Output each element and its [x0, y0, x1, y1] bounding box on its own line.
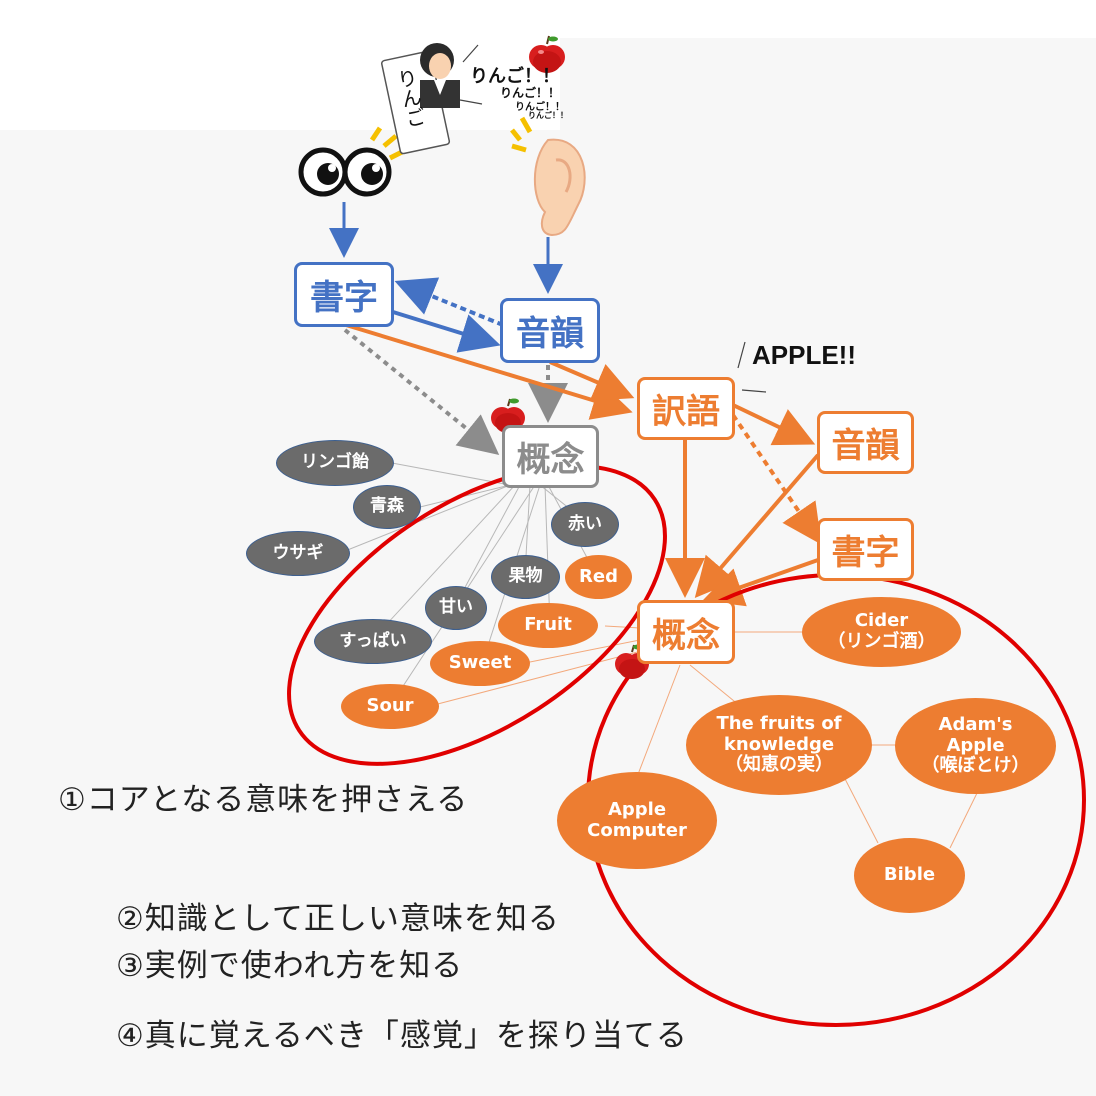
association-sour: Sour — [341, 684, 439, 729]
jp-concept-box: 概念 — [502, 425, 599, 488]
association-fruit: Fruit — [498, 603, 598, 648]
association-red: Red — [565, 555, 632, 599]
shout-2: りんご！！ — [500, 86, 561, 100]
extended-cider: Cider （リンゴ酒） — [802, 597, 961, 667]
translation-box: 訳語 — [637, 377, 735, 440]
extended-bible: Bible — [854, 838, 965, 913]
fruits-line-1: The fruits of — [716, 712, 842, 734]
step-1: ①コアとなる意味を押さえる — [58, 782, 469, 818]
shout-4: りんご！！ — [528, 111, 568, 120]
woman-presenter-icon — [380, 43, 460, 155]
association-sweet: Sweet — [430, 641, 530, 686]
association-ringo-ame: リンゴ飴 — [276, 440, 394, 486]
fruits-line-2: knowledge — [723, 733, 835, 755]
en-concept-box: 概念 — [637, 600, 735, 664]
jp-phoneme-box: 音韻 — [500, 298, 600, 363]
adams-line-3: （喉ぼとけ） — [921, 755, 1030, 777]
adams-line-1: Adam's — [938, 713, 1013, 735]
association-akai: 赤い — [551, 502, 619, 547]
en-grapheme-box: 書字 — [817, 518, 914, 581]
step-4: ④真に覚えるべき「感覚」を探り当てる — [116, 1018, 688, 1054]
apple-icon-jp-concept — [491, 398, 525, 433]
fruits-line-3: （知恵の実） — [725, 754, 833, 776]
cider-line-2: （リンゴ酒） — [827, 631, 936, 652]
computer-line-2: Computer — [587, 819, 687, 841]
en-phoneme-box: 音韻 — [817, 411, 914, 474]
extended-fruits-of-knowledge: The fruits of knowledge （知恵の実） — [686, 695, 872, 795]
association-suppai: すっぱい — [314, 619, 432, 664]
computer-line-1: Apple — [607, 798, 667, 820]
association-amai: 甘い — [425, 586, 487, 630]
shout-1: りんご！！ — [470, 66, 560, 87]
adams-line-2: Apple — [946, 734, 1005, 756]
background-panel-top — [560, 38, 1096, 138]
core-meaning-highlight — [287, 464, 667, 766]
shout-3: りんご！！ — [515, 102, 565, 113]
association-aomori: 青森 — [353, 485, 421, 529]
association-kudamono: 果物 — [491, 555, 560, 599]
extended-apple-computer: Apple Computer — [557, 772, 717, 869]
apple-shout: APPLE!! — [752, 340, 856, 370]
ear-icon — [510, 116, 586, 237]
extended-adams-apple: Adam's Apple （喉ぼとけ） — [895, 698, 1056, 794]
eyes-icon — [298, 126, 404, 197]
association-usagi: ウサギ — [246, 531, 350, 576]
step-2: ②知識として正しい意味を知る — [116, 901, 560, 937]
cider-line-1: Cider — [854, 610, 909, 632]
apple-icon-top — [529, 35, 565, 73]
jp-grapheme-box: 書字 — [294, 262, 394, 327]
step-3: ③実例で使われ方を知る — [116, 948, 464, 984]
